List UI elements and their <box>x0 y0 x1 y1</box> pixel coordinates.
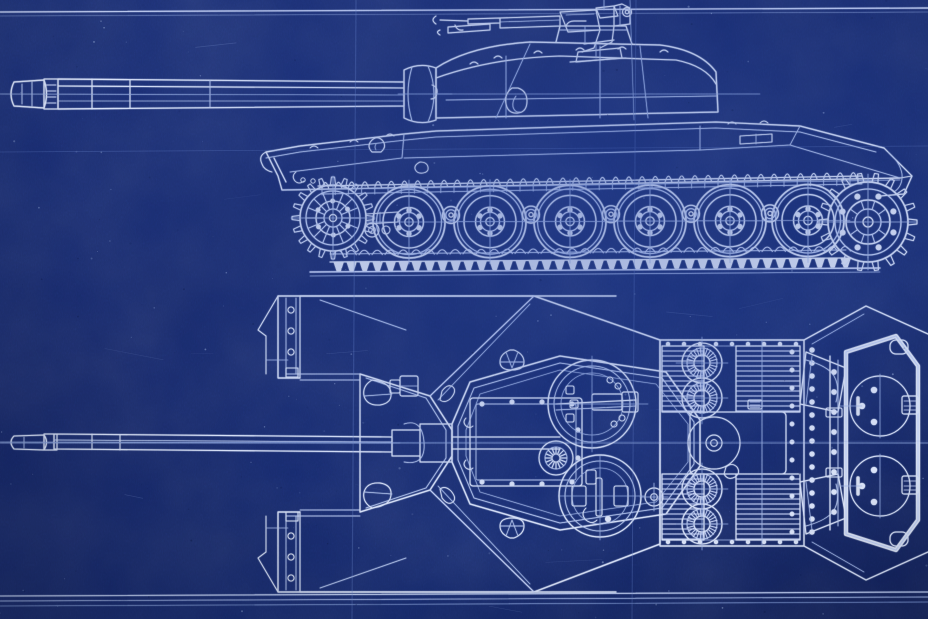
blueprint-drawing <box>0 0 928 619</box>
blueprint-sheet <box>0 0 928 619</box>
paper-blotches <box>0 0 928 619</box>
